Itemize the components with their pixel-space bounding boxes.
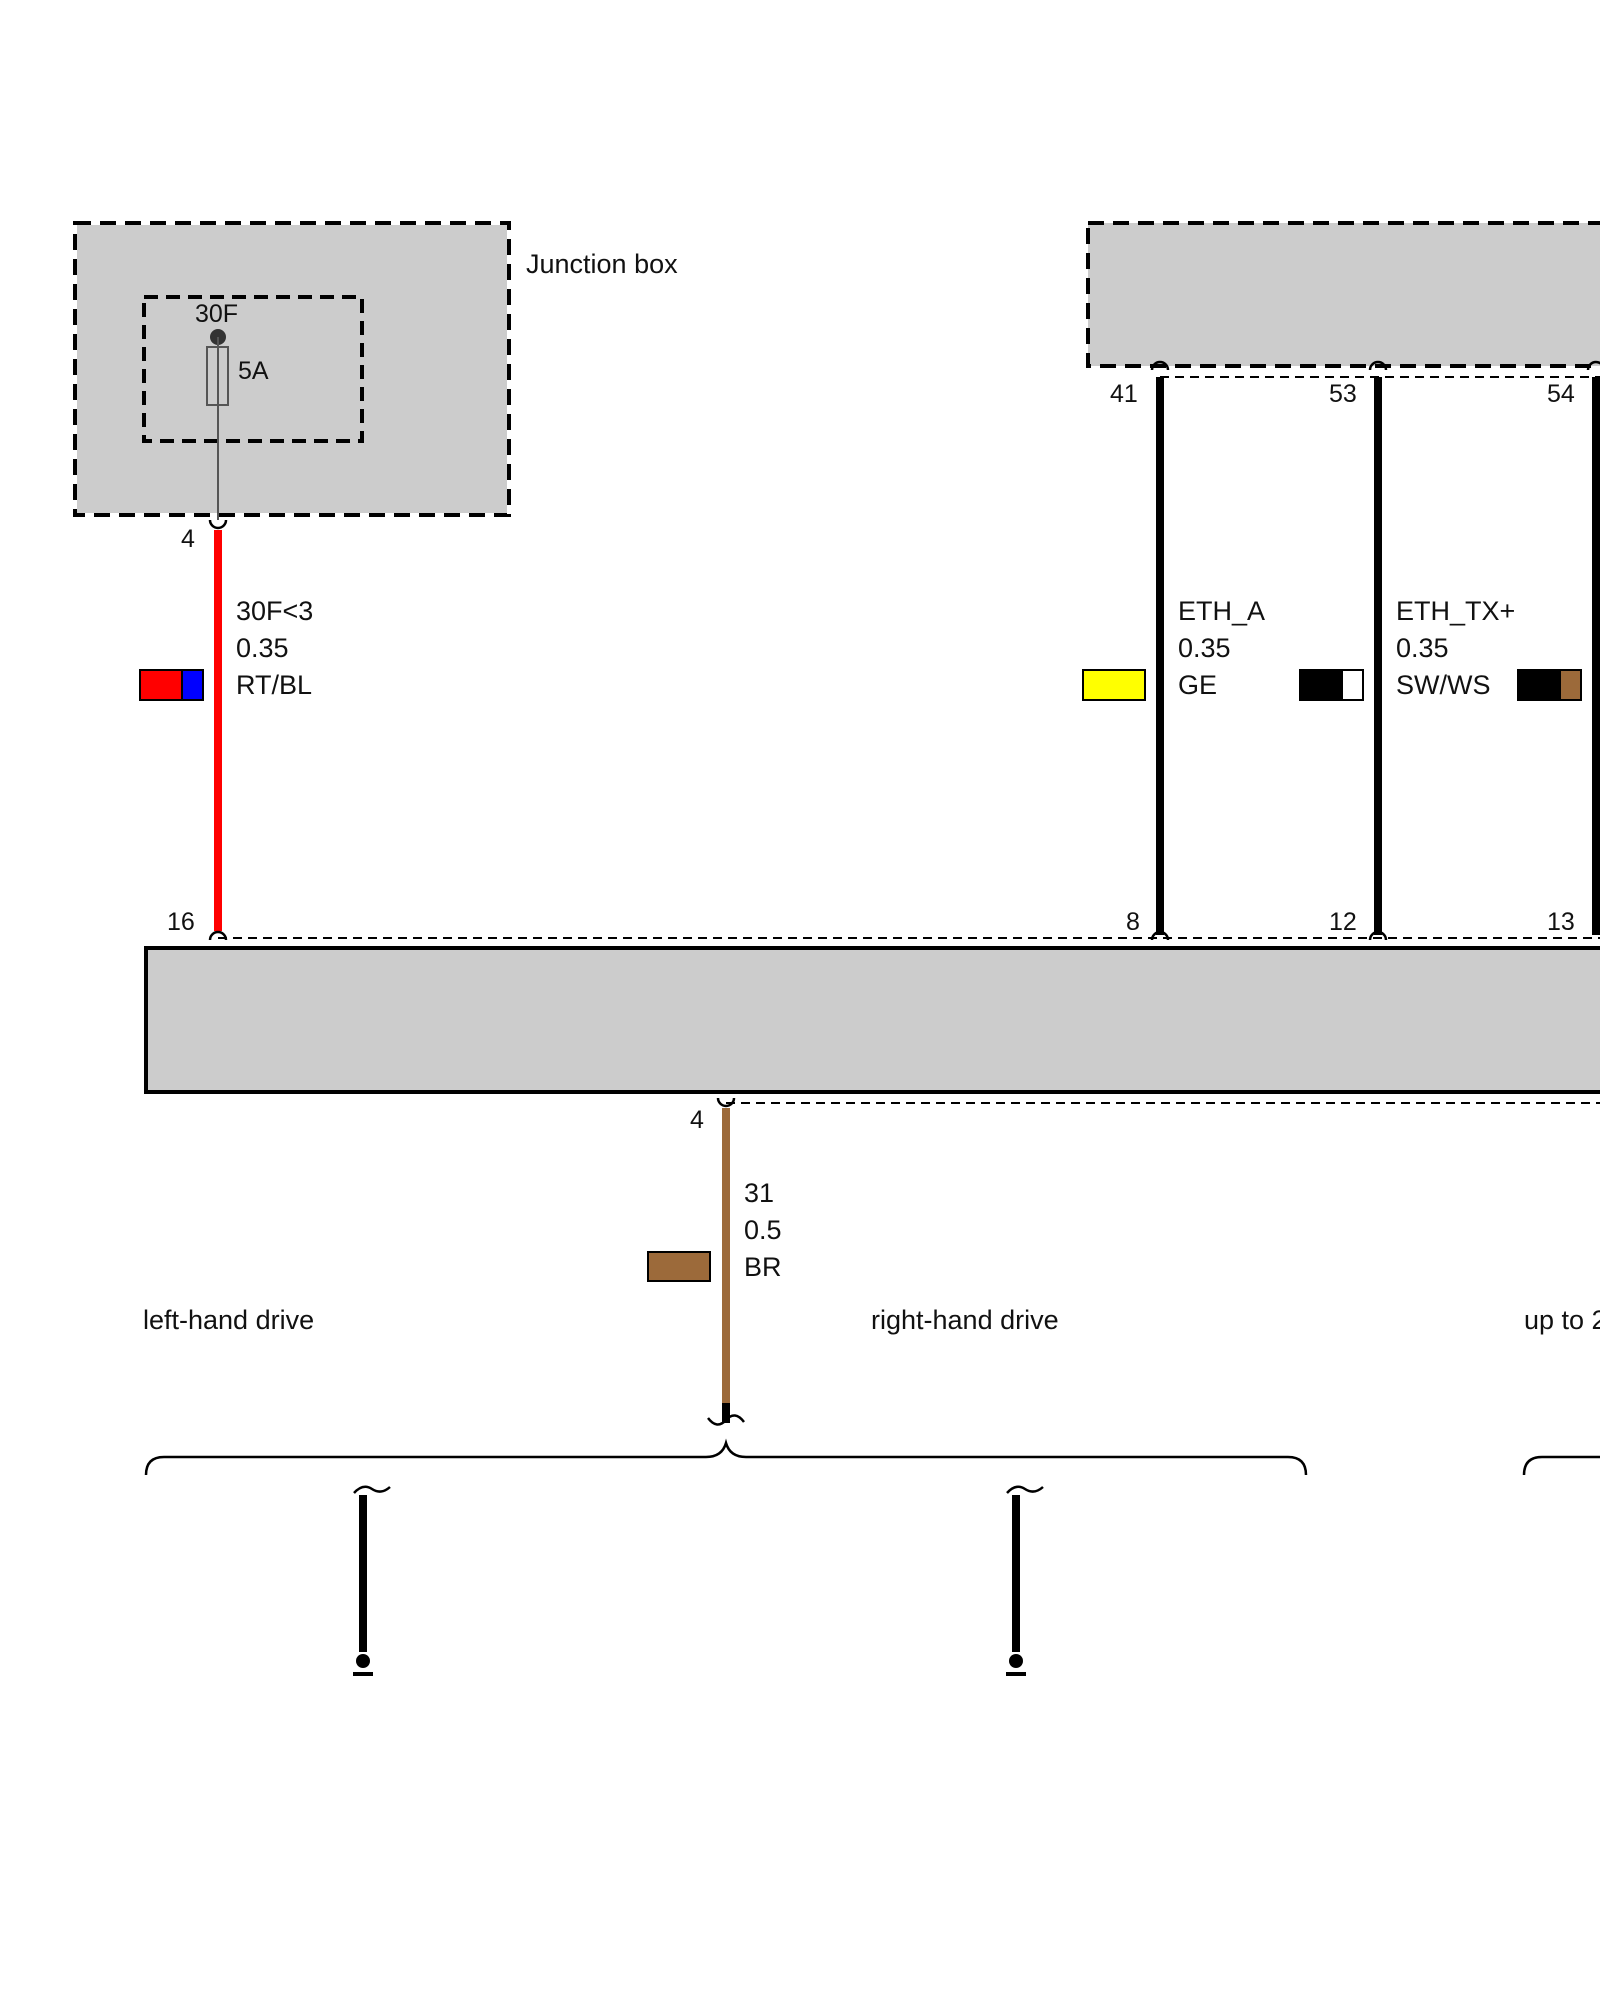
wire-eth-a — [1150, 360, 1170, 941]
wire-eth-tx-gauge: 0.35 — [1396, 633, 1449, 663]
wire-30f-gauge: 0.35 — [236, 633, 289, 663]
top-module — [1088, 223, 1600, 366]
control-module — [144, 946, 1600, 1094]
variant-up-to: up to 2 — [1524, 1305, 1600, 1335]
brown-wire-color-swatch — [647, 1251, 711, 1282]
pin-label-jb-4: 4 — [181, 525, 195, 553]
pin-label-53: 53 — [1329, 380, 1357, 408]
ground-symbol-icon — [1006, 1485, 1044, 1676]
variant-right-hand-drive: right-hand drive — [871, 1305, 1059, 1335]
wire-eth-a-gauge: 0.35 — [1178, 633, 1231, 663]
pin-label-54: 54 — [1547, 380, 1575, 408]
pin-label-12: 12 — [1329, 908, 1357, 936]
variant-brace — [144, 1438, 1308, 1476]
pin-label-8: 8 — [1126, 908, 1140, 936]
wire-30f-signal: 30F<3 — [236, 596, 313, 626]
red-blue-wire-color-swatch — [139, 669, 204, 701]
wire-eth-a-signal: ETH_A — [1178, 596, 1265, 626]
black-brown-wire-color-swatch — [1517, 669, 1582, 701]
variant-left-hand-drive: left-hand drive — [143, 1305, 314, 1335]
fuse-name: 30F — [195, 300, 238, 328]
fuse-rating: 5A — [238, 357, 269, 385]
ground-symbol-icon — [353, 1485, 391, 1676]
pin-label-ground-4: 4 — [690, 1106, 704, 1134]
fuse-icon — [206, 329, 229, 520]
wire-31-color-code: BR — [744, 1252, 782, 1282]
fuse-holder — [142, 295, 364, 443]
wire-eth-tx-plus — [1368, 360, 1388, 941]
pin-label-13: 13 — [1547, 908, 1575, 936]
wire-break-icon — [707, 1414, 745, 1426]
connector-pin — [208, 930, 228, 941]
connector-pin — [208, 519, 228, 530]
variant-brace-partial — [1522, 1455, 1600, 1476]
wire-30f-color-code: RT/BL — [236, 670, 312, 700]
junction-box — [75, 223, 509, 515]
wire-eth-3 — [1586, 360, 1600, 935]
wire-eth-tx-color-code: SW/WS — [1396, 670, 1491, 700]
wire-eth-tx-signal: ETH_TX+ — [1396, 596, 1515, 626]
wire-31-gauge: 0.5 — [744, 1215, 782, 1245]
wire-31-signal: 31 — [744, 1178, 774, 1208]
pin-label-16: 16 — [167, 908, 195, 936]
pin-label-41: 41 — [1110, 380, 1138, 408]
wire-eth-a-color-code: GE — [1178, 670, 1217, 700]
junction-box-label: Junction box — [526, 249, 678, 279]
connector-pin — [716, 1097, 736, 1108]
yellow-wire-color-swatch — [1082, 669, 1146, 701]
black-white-wire-color-swatch — [1299, 669, 1364, 701]
